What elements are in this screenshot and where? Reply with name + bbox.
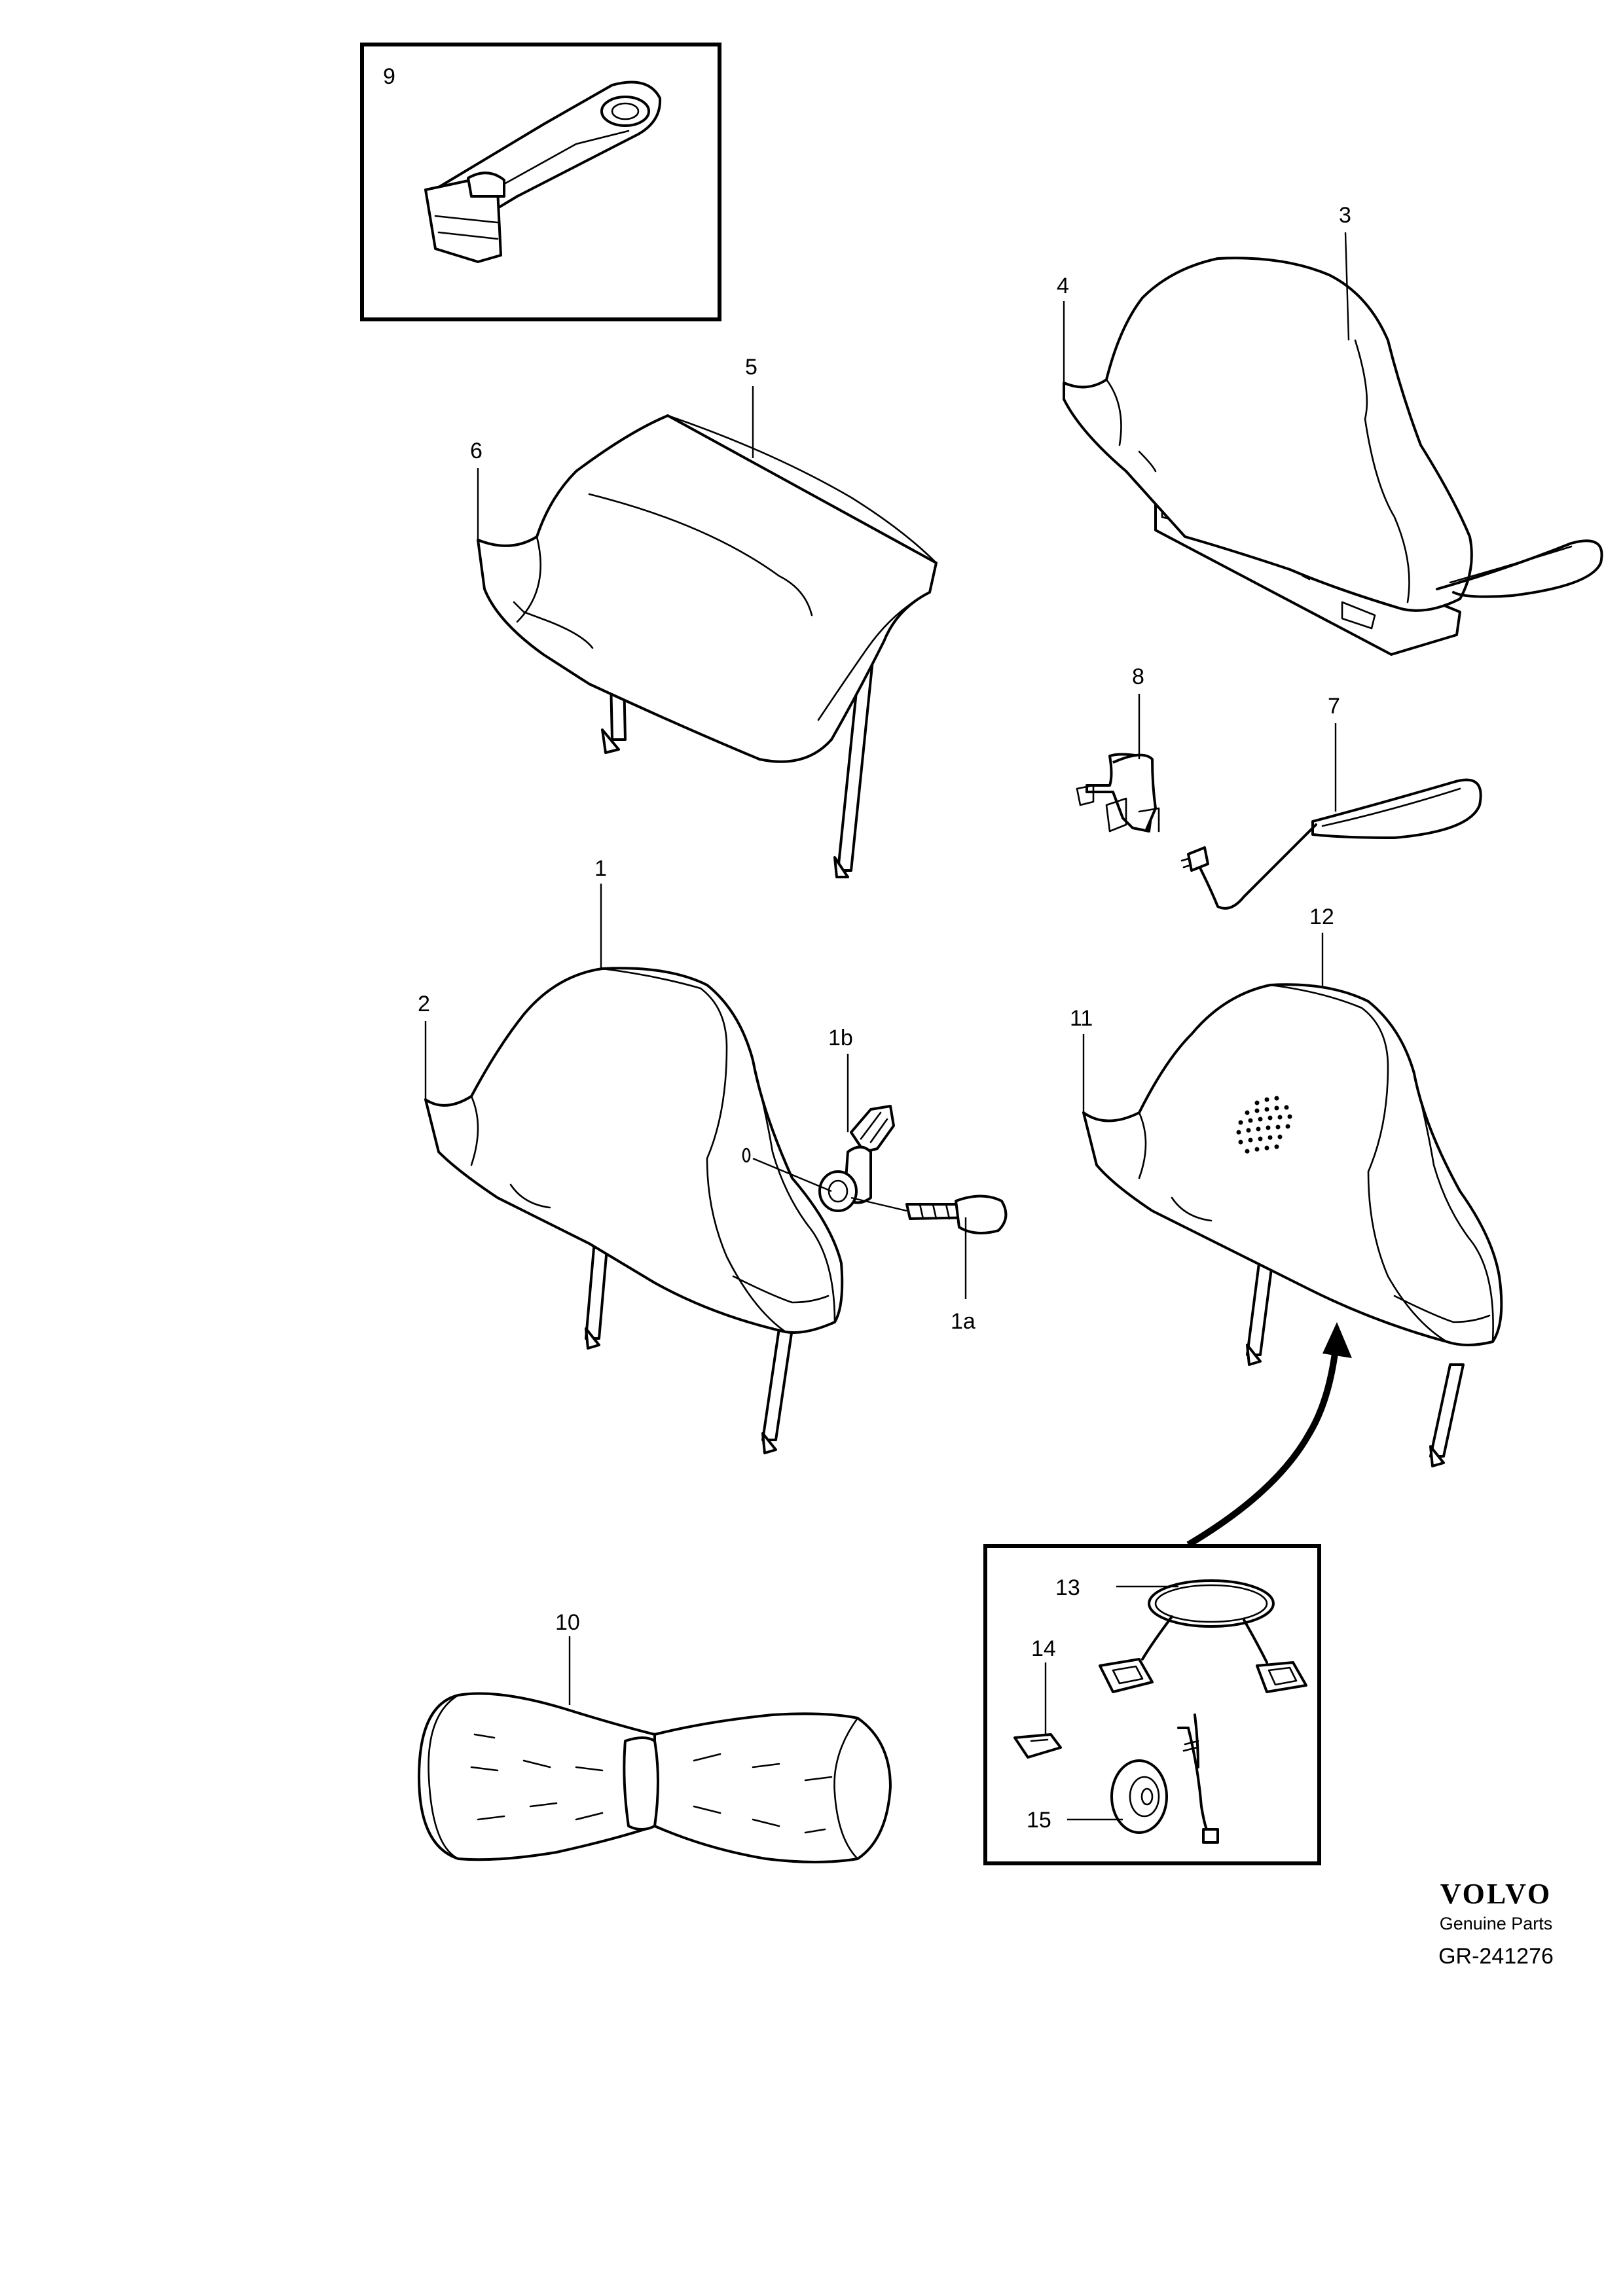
cable-part-7: [1180, 778, 1482, 910]
callout-3: 3: [1339, 203, 1351, 228]
arrow-kit-to-headrest: [1186, 1322, 1352, 1548]
clip-part-14: [1013, 1733, 1062, 1759]
cable-harness-part-13: [1099, 1579, 1307, 1693]
headrest-part-3: [1063, 257, 1603, 656]
volvo-logo: VOLVO: [1440, 1878, 1552, 1910]
callout-8: 8: [1132, 664, 1144, 689]
callout-1a: 1a: [951, 1309, 976, 1334]
callout-13: 13: [1055, 1575, 1080, 1600]
leader-lines: [424, 232, 1350, 1821]
callout-4: 4: [1057, 274, 1069, 298]
speaker-part-15: [1110, 1713, 1219, 1844]
callout-12: 12: [1309, 905, 1334, 929]
speaker-grille-dots: [1236, 1096, 1292, 1154]
headrest-part-1: [424, 967, 1008, 1454]
headrest-part-5: [477, 414, 938, 878]
clip-part-8: [1076, 753, 1160, 833]
callout-11: 11: [1070, 1006, 1093, 1031]
neck-cushion-part-10: [418, 1692, 892, 1863]
genuine-parts-caption: Genuine Parts: [1440, 1914, 1553, 1933]
callout-2: 2: [418, 992, 430, 1016]
inset-box-speaker-kit: [983, 1544, 1321, 1865]
diagram-reference: GR-241276: [1438, 1944, 1554, 1969]
inset-box-part-9: [360, 43, 721, 321]
headrest-part-11: [1082, 983, 1503, 1467]
release-tool-part-9: [424, 81, 662, 263]
branding-block: VOLVO Genuine Parts GR-241276: [1438, 1878, 1554, 1969]
callout-5: 5: [745, 355, 757, 380]
callout-labels: 9 3 4 5 6 8 7 1 12 2 11 1b 1a 13 10 14 1…: [383, 64, 1351, 1833]
callout-9: 9: [383, 64, 395, 89]
callout-7: 7: [1328, 694, 1340, 719]
callout-1b: 1b: [828, 1026, 853, 1050]
callout-1: 1: [594, 856, 607, 881]
callout-6: 6: [470, 439, 483, 463]
callout-14: 14: [1031, 1636, 1056, 1661]
callout-15: 15: [1027, 1808, 1051, 1833]
callout-10: 10: [555, 1610, 580, 1635]
